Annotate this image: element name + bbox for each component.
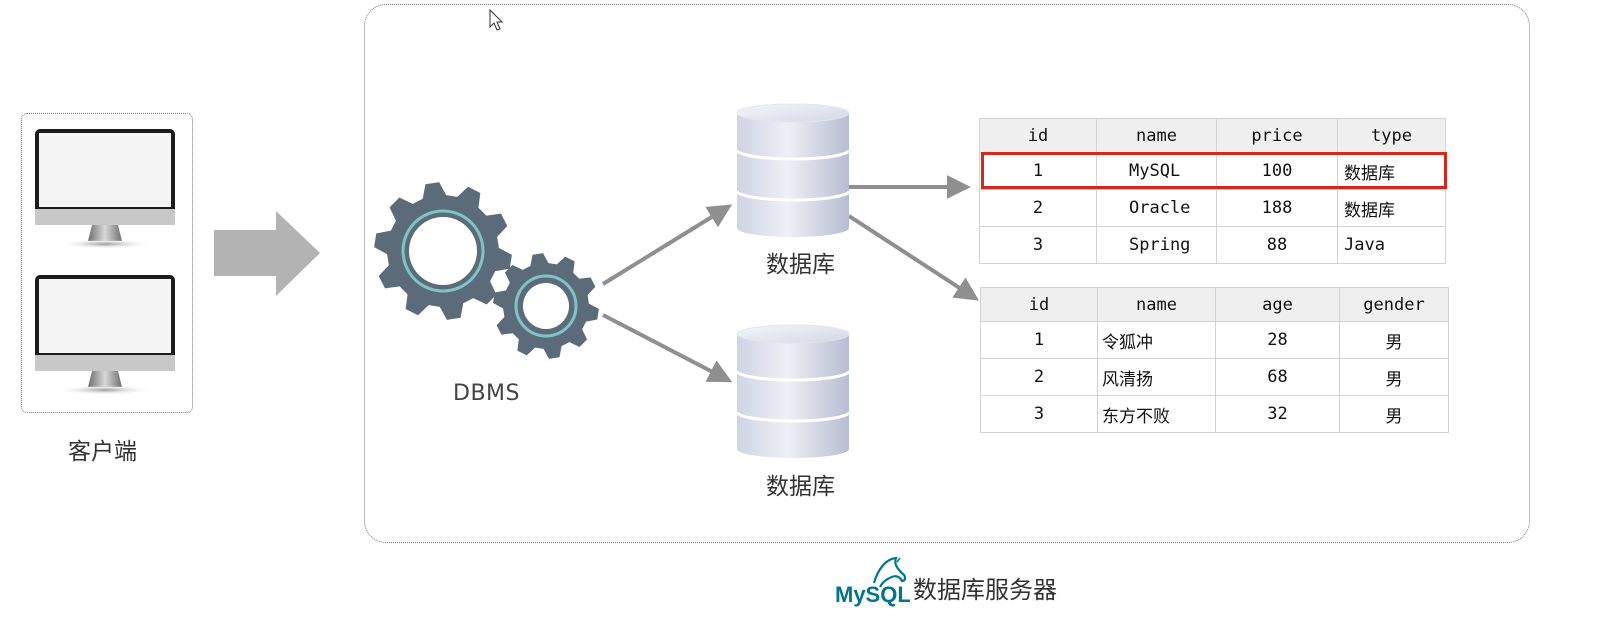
table-cell: MySQL — [1096, 152, 1217, 190]
monitor-icon — [35, 275, 175, 395]
dbms-label: DBMS — [453, 381, 520, 406]
table-row: 2 Oracle 188 数据库 — [979, 189, 1446, 227]
table-cell: 男 — [1339, 358, 1449, 396]
table-cell: 数据库 — [1337, 152, 1446, 190]
database-cylinder-icon — [735, 103, 851, 237]
column-header: id — [979, 118, 1097, 153]
table-cell: 2 — [979, 189, 1097, 227]
gear-icon — [374, 182, 512, 320]
table-cell: 男 — [1339, 321, 1449, 359]
dbms-to-db2-arrow — [602, 313, 733, 383]
table-cell: 88 — [1216, 226, 1338, 264]
table-cell: 32 — [1215, 395, 1340, 433]
table-cell: 东方不败 — [1097, 395, 1216, 433]
table-header-row: id name price type — [979, 118, 1446, 153]
column-header: name — [1097, 287, 1216, 322]
column-header: type — [1337, 118, 1446, 153]
mouse-cursor-icon — [489, 8, 504, 31]
table-row: 1 MySQL 100 数据库 — [979, 152, 1446, 190]
client-group-box — [21, 113, 193, 413]
table-cell: 3 — [979, 226, 1097, 264]
database-cylinder-icon — [735, 324, 851, 458]
product-table: id name price type 1 MySQL 100 数据库 2 Ora… — [979, 118, 1446, 264]
table-row: 3 Spring 88 Java — [979, 226, 1446, 264]
column-header: price — [1216, 118, 1338, 153]
table-cell: 28 — [1215, 321, 1340, 359]
table-row: 3 东方不败 32 男 — [980, 395, 1449, 433]
mysql-logo-icon: MySQL — [835, 556, 910, 607]
table-cell: 2 — [980, 358, 1098, 396]
table-cell: 3 — [980, 395, 1098, 433]
table-cell: 100 — [1216, 152, 1338, 190]
table-cell: 令狐冲 — [1097, 321, 1216, 359]
db1-to-user-table-arrow — [847, 214, 980, 301]
table-cell: 68 — [1215, 358, 1340, 396]
column-header: name — [1096, 118, 1217, 153]
table-cell: 1 — [980, 321, 1098, 359]
table-cell: Java — [1337, 226, 1446, 264]
table-cell: 风清扬 — [1097, 358, 1216, 396]
connection-arrow-icon — [214, 211, 320, 296]
database-label: 数据库 — [766, 474, 835, 500]
server-group-box — [364, 4, 1530, 543]
table-row: 2 风清扬 68 男 — [980, 358, 1449, 396]
database-label: 数据库 — [766, 252, 835, 278]
column-header: id — [980, 287, 1098, 322]
table-cell: Oracle — [1096, 189, 1217, 227]
table-header-row: id name age gender — [980, 287, 1449, 322]
column-header: age — [1215, 287, 1340, 322]
table-cell: Spring — [1096, 226, 1217, 264]
dbms-to-db1-arrow — [601, 204, 733, 286]
table-row: 1 令狐冲 28 男 — [980, 321, 1449, 359]
gear-icon — [493, 253, 599, 359]
monitor-icon — [35, 129, 175, 249]
table-cell: 男 — [1339, 395, 1449, 433]
mysql-logo-text: MySQL — [835, 582, 910, 607]
client-label: 客户端 — [68, 439, 137, 465]
column-header: gender — [1339, 287, 1449, 322]
user-table: id name age gender 1 令狐冲 28 男 2 风清扬 68 男… — [980, 287, 1449, 433]
table-cell: 188 — [1216, 189, 1338, 227]
table-cell: 数据库 — [1337, 189, 1446, 227]
highlighted-row-outline — [981, 152, 1447, 189]
server-title: 数据库服务器 — [913, 576, 1057, 604]
